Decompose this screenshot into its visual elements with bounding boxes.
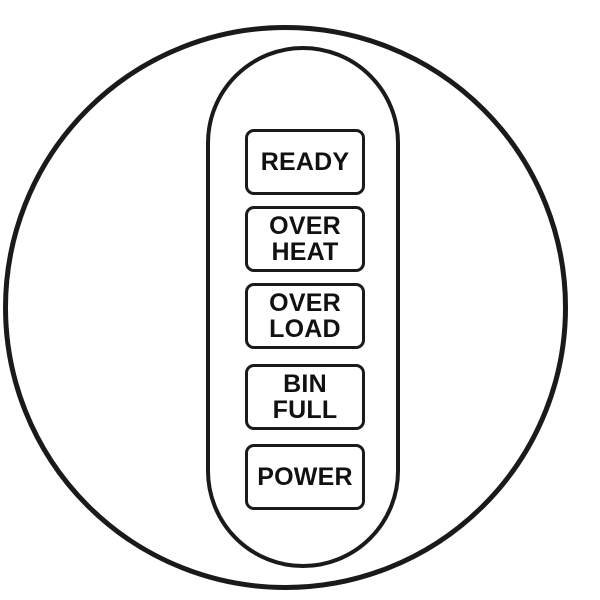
indicator-overheat: OVER HEAT [245, 206, 365, 272]
indicator-overload-label-line2: LOAD [269, 315, 341, 343]
indicator-overheat-label-line2: HEAT [271, 238, 339, 266]
indicator-bin-full-label-line1: BIN [283, 370, 327, 398]
indicator-power-label: POWER [257, 463, 353, 491]
indicator-overload: OVER LOAD [245, 283, 365, 349]
indicator-overheat-label-line1: OVER [269, 212, 341, 240]
indicator-ready-label: READY [260, 148, 350, 176]
indicator-power: POWER [245, 444, 365, 510]
indicator-bin-full-label-line2: FULL [272, 396, 338, 424]
indicator-bin-full: BIN FULL [245, 364, 365, 430]
indicator-overload-label-line1: OVER [269, 289, 341, 317]
indicator-ready: READY [245, 129, 365, 195]
